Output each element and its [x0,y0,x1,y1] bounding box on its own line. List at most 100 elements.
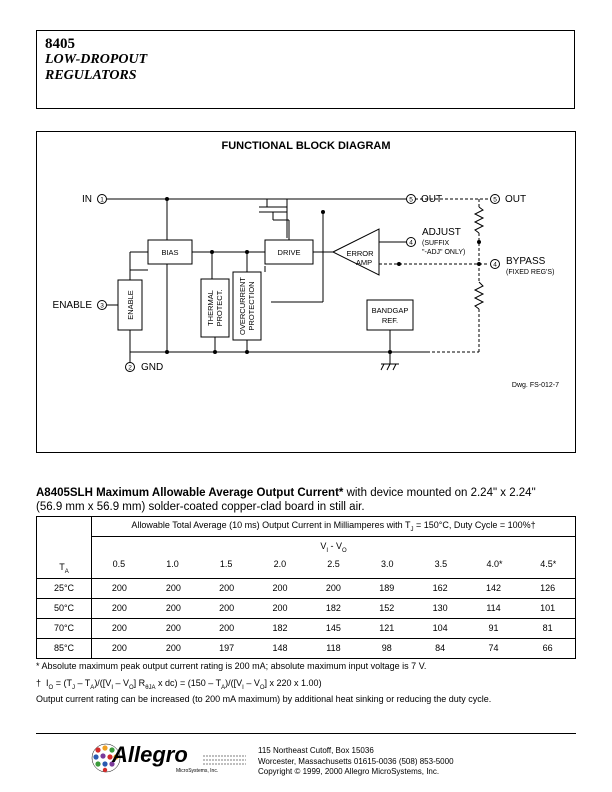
value-cell: 130 [413,597,467,619]
value-cell: 189 [360,577,414,599]
title-line2: REGULATORS [45,68,137,83]
column-header: 0.5 [112,559,126,570]
pin-in-num: 1 [100,197,104,204]
value-cell: 162 [413,577,467,599]
pin-out2-num: 5 [493,197,497,204]
pin-out1-num: 5 [409,197,413,204]
temp-cell: 25°C [36,577,92,599]
value-cell: 200 [200,597,254,619]
value-cell: 104 [413,617,467,639]
column-header: 1.5 [219,559,233,570]
note-1: * Absolute maximum peak output current r… [36,661,427,671]
column-header: 1.0 [166,559,179,570]
temp-cell: 70°C [36,617,92,639]
value-cell: 200 [146,637,201,659]
value-cell: 200 [146,577,201,599]
output-current-table: Allowable Total Average (10 ms) Output C… [36,516,577,659]
pin-out1-circle [406,194,416,204]
pin-enable-circle [97,300,107,310]
value-cell: 182 [253,617,307,639]
vi-vo-label: VI - VO [320,541,347,555]
value-cell: 200 [306,577,361,599]
pin-in-label: IN [82,194,92,205]
value-cell: 200 [200,577,254,599]
value-cell: 74 [466,637,521,659]
value-cell: 200 [253,597,307,619]
pin-out2-circle [490,194,500,204]
table-title: A8405SLH Maximum Allowable Average Outpu… [36,486,576,514]
value-cell: 91 [466,617,521,639]
block-diagram-svg: 1 3 2 5 5 4 4 IN ENABLE GND OUT OUT ADJU… [53,194,559,389]
pin-gnd-circle [125,362,135,372]
value-cell: 200 [200,617,254,639]
value-cell: 84 [413,637,467,659]
value-cell: 200 [253,577,307,599]
value-cell: 152 [360,597,414,619]
pin-bypass-circle [490,259,500,269]
pin-gnd-num: 2 [128,365,132,372]
value-cell: 182 [306,597,361,619]
error-label-2: AMP [356,258,372,267]
note-2: † IO = (TJ – TA)/([VI – VO] RθJA x dc) =… [36,678,322,691]
value-cell: 98 [360,637,414,659]
pin-enable-num: 3 [100,303,104,310]
pin-bypass-label: BYPASS [506,256,546,267]
value-cell: 145 [306,617,361,639]
bandgap-label-1: BANDGAP [372,306,409,315]
overcurrent-label-1: OVERCURRENT [238,277,247,335]
value-cell: 121 [360,617,414,639]
value-cell: 200 [90,597,147,619]
drive-label: DRIVE [278,248,301,257]
value-cell: 200 [90,617,147,639]
column-header: 2.0 [273,559,287,570]
column-header: 4.0* [486,559,503,570]
table-title-rest: with device mounted on 2.24" x 2.24" [343,487,536,499]
thermal-label-1: THERMAL [206,290,215,326]
copyright: Copyright © 1999, 2000 Allegro MicroSyst… [258,767,440,776]
value-cell: 114 [466,597,521,619]
temp-cell: 50°C [36,597,92,619]
value-cell: 118 [306,637,361,659]
ta-header: TA [36,536,92,579]
bypass-sub1: (FIXED REG'S) [506,269,554,276]
footer-rule [36,733,576,734]
value-cell: 81 [520,617,577,639]
table-caption: Allowable Total Average (10 ms) Output C… [91,516,576,537]
address-line2: Worcester, Massachusetts 01615-0036 (508… [258,756,454,766]
column-header: 4.5* [540,559,557,570]
pin-gnd-label: GND [141,362,163,373]
title-line1: LOW-DROPOUT [45,52,148,67]
pin-enable-label: ENABLE [53,300,93,311]
value-cell: 200 [146,617,201,639]
value-cell: 101 [520,597,577,619]
adjust-sub2: "-ADJ" ONLY) [422,249,465,256]
table-title-line2: (56.9 mm x 56.9 mm) solder-coated copper… [36,501,365,513]
value-cell: 142 [466,577,521,599]
table-title-bold: A8405SLH Maximum Allowable Average Outpu… [36,487,344,499]
thermal-label-2: PROTECT. [215,289,224,326]
diagram-title: FUNCTIONAL BLOCK DIAGRAM [221,140,391,152]
allegro-logo: Allegro MicroSystems, Inc. [91,742,246,774]
column-header: 2.5 [327,559,340,570]
pin-adjust-label: ADJUST [422,227,461,238]
pin-adjust-num: 4 [409,240,413,247]
pin-bypass-num: 4 [493,262,497,269]
value-cell: 200 [146,597,201,619]
bias-label: BIAS [161,248,178,257]
overcurrent-label-2: PROTECTION [247,281,256,330]
value-cell: 200 [90,577,147,599]
value-cell: 148 [253,637,307,659]
value-cell: 66 [520,637,577,659]
column-header: 3.5 [434,559,448,570]
pin-in-circle [97,194,107,204]
error-label-1: ERROR [346,249,374,258]
value-cell: 197 [200,637,254,659]
pin-out2-label: OUT [505,194,526,205]
address-line1: 115 Northeast Cutoff, Box 15036 [258,746,374,755]
